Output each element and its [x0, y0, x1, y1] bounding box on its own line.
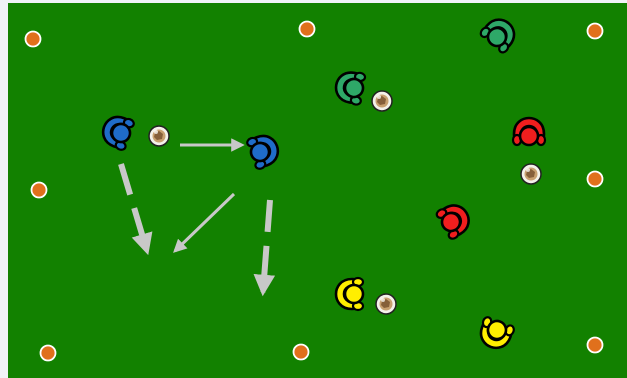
- cone-bottom-left: [41, 346, 56, 361]
- yellow-player-1: [336, 278, 363, 310]
- cone-mid-right: [588, 172, 603, 187]
- cone-top-right: [588, 24, 603, 39]
- ball-yellow: [376, 294, 396, 314]
- ball-red: [521, 164, 541, 184]
- cone-top-middle: [300, 22, 315, 37]
- ball-green: [372, 91, 392, 111]
- cone-bottom-middle: [294, 345, 309, 360]
- cone-top-left: [26, 32, 41, 47]
- ball-blue: [149, 126, 169, 146]
- cone-mid-left: [32, 183, 47, 198]
- cone-bottom-right: [588, 338, 603, 353]
- red-player-1: [513, 118, 545, 145]
- pitch: [8, 3, 627, 378]
